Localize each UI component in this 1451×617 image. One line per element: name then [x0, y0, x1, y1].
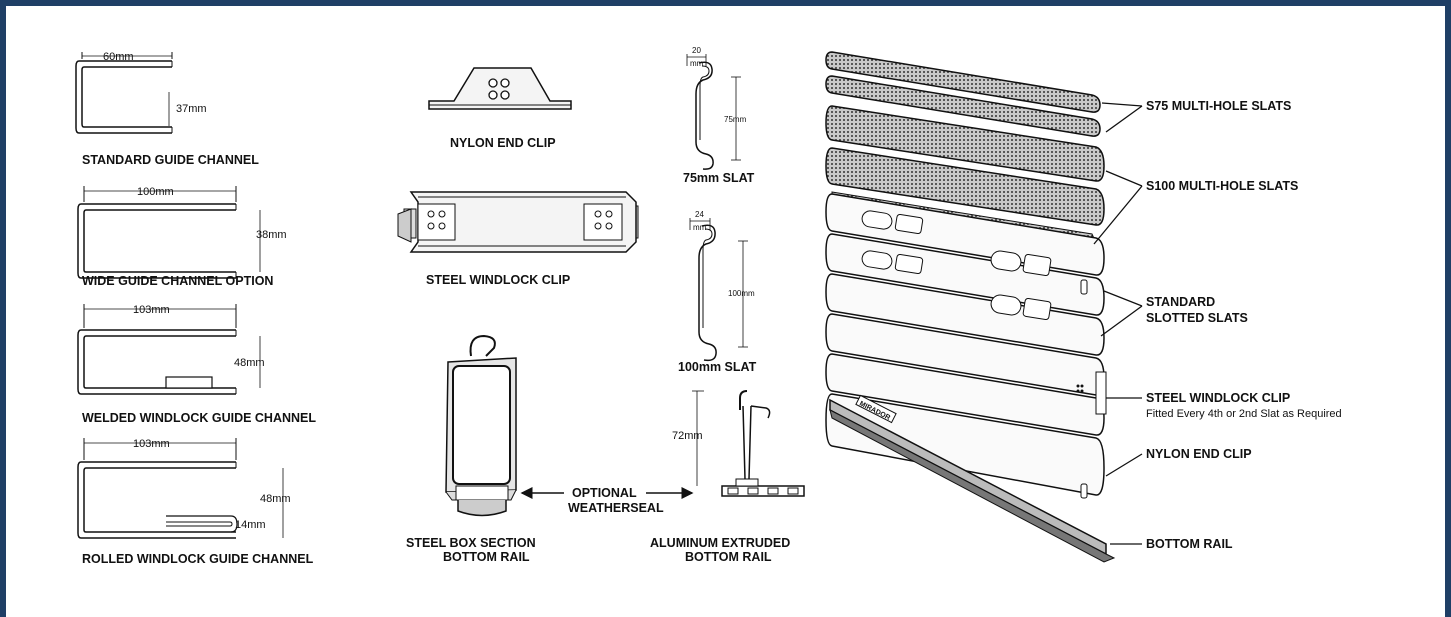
- slat-75-height-dim: 75mm: [724, 115, 747, 124]
- weatherseal-label-2: WEATHERSEAL: [568, 501, 664, 515]
- callout-standard-1: STANDARD: [1146, 295, 1215, 309]
- slat-100-top-dim: 24: [695, 210, 704, 219]
- nylon-end-clip-label: NYLON END CLIP: [450, 136, 556, 150]
- assembly-callouts: S75 MULTI-HOLE SLATS S100 MULTI-HOLE SLA…: [1093, 99, 1342, 551]
- callout-bottom-rail: BOTTOM RAIL: [1146, 537, 1233, 551]
- standard-guide-channel: 60mm 37mm STANDARD GUIDE CHANNEL: [75, 51, 259, 167]
- aluminum-label-1: ALUMINUM EXTRUDED: [650, 536, 790, 550]
- diagram-frame: 60mm 37mm STANDARD GUIDE CHANNEL 100mm 3…: [6, 6, 1445, 617]
- steel-box-label-1: STEEL BOX SECTION: [406, 536, 536, 550]
- aluminum-bottom-rail-drawing: 72mm ALUMINUM EXTRUDED BOTTOM RAIL: [650, 390, 805, 564]
- standard-guide-label: STANDARD GUIDE CHANNEL: [82, 153, 259, 167]
- callout-s100: S100 MULTI-HOLE SLATS: [1146, 179, 1298, 193]
- assembled-shutter: MIRADOR: [825, 51, 1116, 563]
- weatherseal-label-1: OPTIONAL: [572, 486, 637, 500]
- slat-75-label: 75mm SLAT: [683, 171, 755, 185]
- steel-windlock-clip-label: STEEL WINDLOCK CLIP: [426, 273, 570, 287]
- slat-100-profile: 24 mm 100mm 100mm SLAT: [678, 210, 757, 374]
- standard-height-dim: 37mm: [176, 103, 207, 115]
- callout-s75: S75 MULTI-HOLE SLATS: [1146, 99, 1291, 113]
- wide-guide-channel: 100mm 38mm WIDE GUIDE CHANNEL OPTION: [77, 186, 287, 288]
- callout-standard-2: SLOTTED SLATS: [1146, 311, 1248, 325]
- aluminum-label-2: BOTTOM RAIL: [685, 550, 772, 564]
- slat-75-top-dim: 20: [692, 46, 701, 55]
- welded-guide-channel: 103mm 48mm WELDED WINDLOCK GUIDE CHANNEL: [77, 304, 316, 425]
- aluminum-height-dim: 72mm: [672, 430, 703, 442]
- slat-100-label: 100mm SLAT: [678, 360, 757, 374]
- rolled-height-dim: 48mm: [260, 493, 291, 505]
- rolled-hook-dim: 14mm: [235, 519, 266, 531]
- wide-height-dim: 38mm: [256, 229, 287, 241]
- steel-box-label-2: BOTTOM RAIL: [443, 550, 530, 564]
- shutter-components-diagram: 60mm 37mm STANDARD GUIDE CHANNEL 100mm 3…: [75, 46, 1342, 566]
- wide-width-dim: 100mm: [137, 186, 174, 198]
- weatherseal-callout: OPTIONAL WEATHERSEAL: [520, 486, 694, 515]
- steel-windlock-clip-drawing: STEEL WINDLOCK CLIP: [397, 191, 639, 287]
- standard-width-dim: 60mm: [103, 51, 134, 63]
- steel-box-bottom-rail-drawing: STEEL BOX SECTION BOTTOM RAIL: [406, 334, 536, 564]
- rolled-guide-label: ROLLED WINDLOCK GUIDE CHANNEL: [82, 552, 314, 566]
- callout-windlock: STEEL WINDLOCK CLIP: [1146, 391, 1290, 405]
- wide-guide-label: WIDE GUIDE CHANNEL OPTION: [82, 274, 273, 288]
- welded-guide-label: WELDED WINDLOCK GUIDE CHANNEL: [82, 411, 316, 425]
- rolled-guide-channel: 103mm 48mm 14mm ROLLED WINDLOCK GUIDE CH…: [77, 438, 314, 566]
- nylon-end-clip-drawing: NYLON END CLIP: [428, 67, 572, 150]
- slat-75-profile: 20 mm 75mm 75mm SLAT: [683, 46, 755, 185]
- callout-nylon: NYLON END CLIP: [1146, 447, 1252, 461]
- rolled-width-dim: 103mm: [133, 438, 170, 450]
- callout-windlock-note: Fitted Every 4th or 2nd Slat as Required: [1146, 408, 1342, 420]
- slat-75-top-unit: mm: [690, 59, 704, 68]
- welded-width-dim: 103mm: [133, 304, 170, 316]
- slat-100-top-unit: mm: [693, 223, 707, 232]
- welded-height-dim: 48mm: [234, 357, 265, 369]
- slat-100-height-dim: 100mm: [728, 289, 755, 298]
